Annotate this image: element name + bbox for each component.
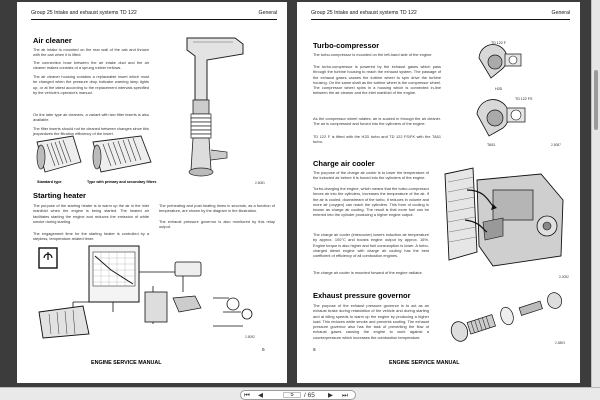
page-navigator: ⏮ ◀ / 65 ▶ ⏭ [240, 389, 356, 400]
page-number-input[interactable] [283, 391, 301, 398]
turbo-illustrations: TD 122 F H2D TD 122 FS TA51 2-8087 [476, 41, 561, 147]
starting-heater-text-4: The exhaust pressure governor is also mo… [159, 219, 275, 230]
vertical-scrollbar[interactable] [591, 0, 600, 387]
heater-figure-ref: 2-8092 [245, 335, 255, 339]
starting-heater-text-1: The purpose of the starting heater is to… [33, 203, 149, 224]
turbo-text-4: TD 122 F is fitted with the H2D turbo an… [313, 134, 441, 145]
manual-page-right: Group 25 Intake and exhaust systems TD 1… [297, 2, 580, 383]
label-td122fs: TD 122 FS [515, 97, 533, 101]
charge-text-3: The charge air cooler (intercooler) lowe… [313, 232, 429, 259]
exhaust-governor-text: The purpose of the exhaust pressure gove… [313, 303, 429, 340]
starting-heater-heading: Starting heater [33, 191, 86, 200]
manual-page-left: Group 25 Intake and exhaust systems TD 1… [17, 2, 287, 383]
air-cleaner-heading: Air cleaner [33, 36, 72, 45]
exhaust-figure-ref: 2-8803 [555, 341, 565, 345]
page-header: Group 25 Intake and exhaust systems TD 1… [31, 10, 277, 20]
turbo-text-2: The turbo-compressor is powered by the e… [313, 64, 441, 96]
page-header: Group 25 Intake and exhaust systems TD 1… [311, 10, 570, 20]
exhaust-governor-heading: Exhaust pressure governor [313, 291, 411, 300]
previous-page-icon[interactable]: ◀ [258, 391, 263, 399]
charge-figure-ref: 2-0052 [559, 275, 569, 279]
turbo-compressor-heading: Turbo-compressor [313, 41, 380, 50]
header-chapter: Group 25 Intake and exhaust systems TD 1… [311, 10, 417, 16]
last-page-icon[interactable]: ⏭ [342, 391, 348, 399]
header-chapter: Group 25 Intake and exhaust systems TD 1… [31, 10, 137, 16]
page-number: 5 [262, 348, 265, 353]
charge-text-1: The purpose of the charge air cooler is … [313, 170, 429, 181]
first-page-icon[interactable]: ⏮ [244, 391, 250, 399]
starting-heater-text-3: The preheating and post-heating times in… [159, 203, 275, 214]
air-intake-illustration: 2-8081 [186, 37, 265, 185]
air-cleaner-text-4: On the later type air cleaners, a varian… [33, 112, 149, 123]
header-section: General [258, 10, 277, 16]
scrollbar-thumb[interactable] [594, 70, 598, 130]
dual-type-caption: Type with primary and secondary filters [87, 180, 157, 184]
turbo-text-3: As the compressor wheel rotates, air is … [313, 116, 441, 127]
dual-filter-illustration [92, 135, 152, 173]
air-cleaner-text-5: The filter inserts should not be cleaned… [33, 126, 149, 137]
exhaust-governor-illustration: 2-8803 [450, 292, 565, 345]
charge-text-4: The charge air cooler is mounted forward… [313, 270, 423, 275]
page-footer-title: ENGINE SERVICE MANUAL [91, 360, 162, 366]
air-figure-ref: 2-8081 [255, 181, 265, 185]
charge-air-cooler-illustration: 2-0052 [444, 167, 569, 279]
standard-filter-illustration [36, 135, 82, 173]
air-cleaner-text-1: The air intake is mounted on the rear wa… [33, 47, 149, 58]
charge-text-2: Turbo-charging the engine, which means t… [313, 186, 429, 218]
air-cleaner-text-2: The connection hose between the air inta… [33, 60, 149, 71]
label-td122f: TD 122 F [491, 41, 507, 45]
header-section: General [551, 10, 570, 16]
page-number: 6 [313, 348, 316, 353]
label-h2d: H2D [495, 87, 503, 91]
viewer-toolbar: ⏮ ◀ / 65 ▶ ⏭ [0, 387, 600, 400]
next-page-icon[interactable]: ▶ [328, 391, 333, 399]
label-ta51: TA51 [487, 143, 495, 147]
air-cleaner-text-3: The air cleaner housing contains a repla… [33, 74, 149, 95]
turbo-figure-ref: 2-8087 [551, 143, 561, 147]
charge-air-cooler-heading: Charge air cooler [313, 159, 375, 168]
turbo-text-1: The turbo-compressor is mounted on the l… [313, 52, 433, 57]
standard-type-caption: Standard type [37, 180, 62, 184]
starting-heater-text-2: The engagement time for the starting hea… [33, 231, 149, 242]
page-footer-title: ENGINE SERVICE MANUAL [389, 360, 460, 366]
starting-heater-wiring-diagram: 2-8092 [38, 245, 255, 339]
page-total: / 65 [304, 391, 315, 399]
